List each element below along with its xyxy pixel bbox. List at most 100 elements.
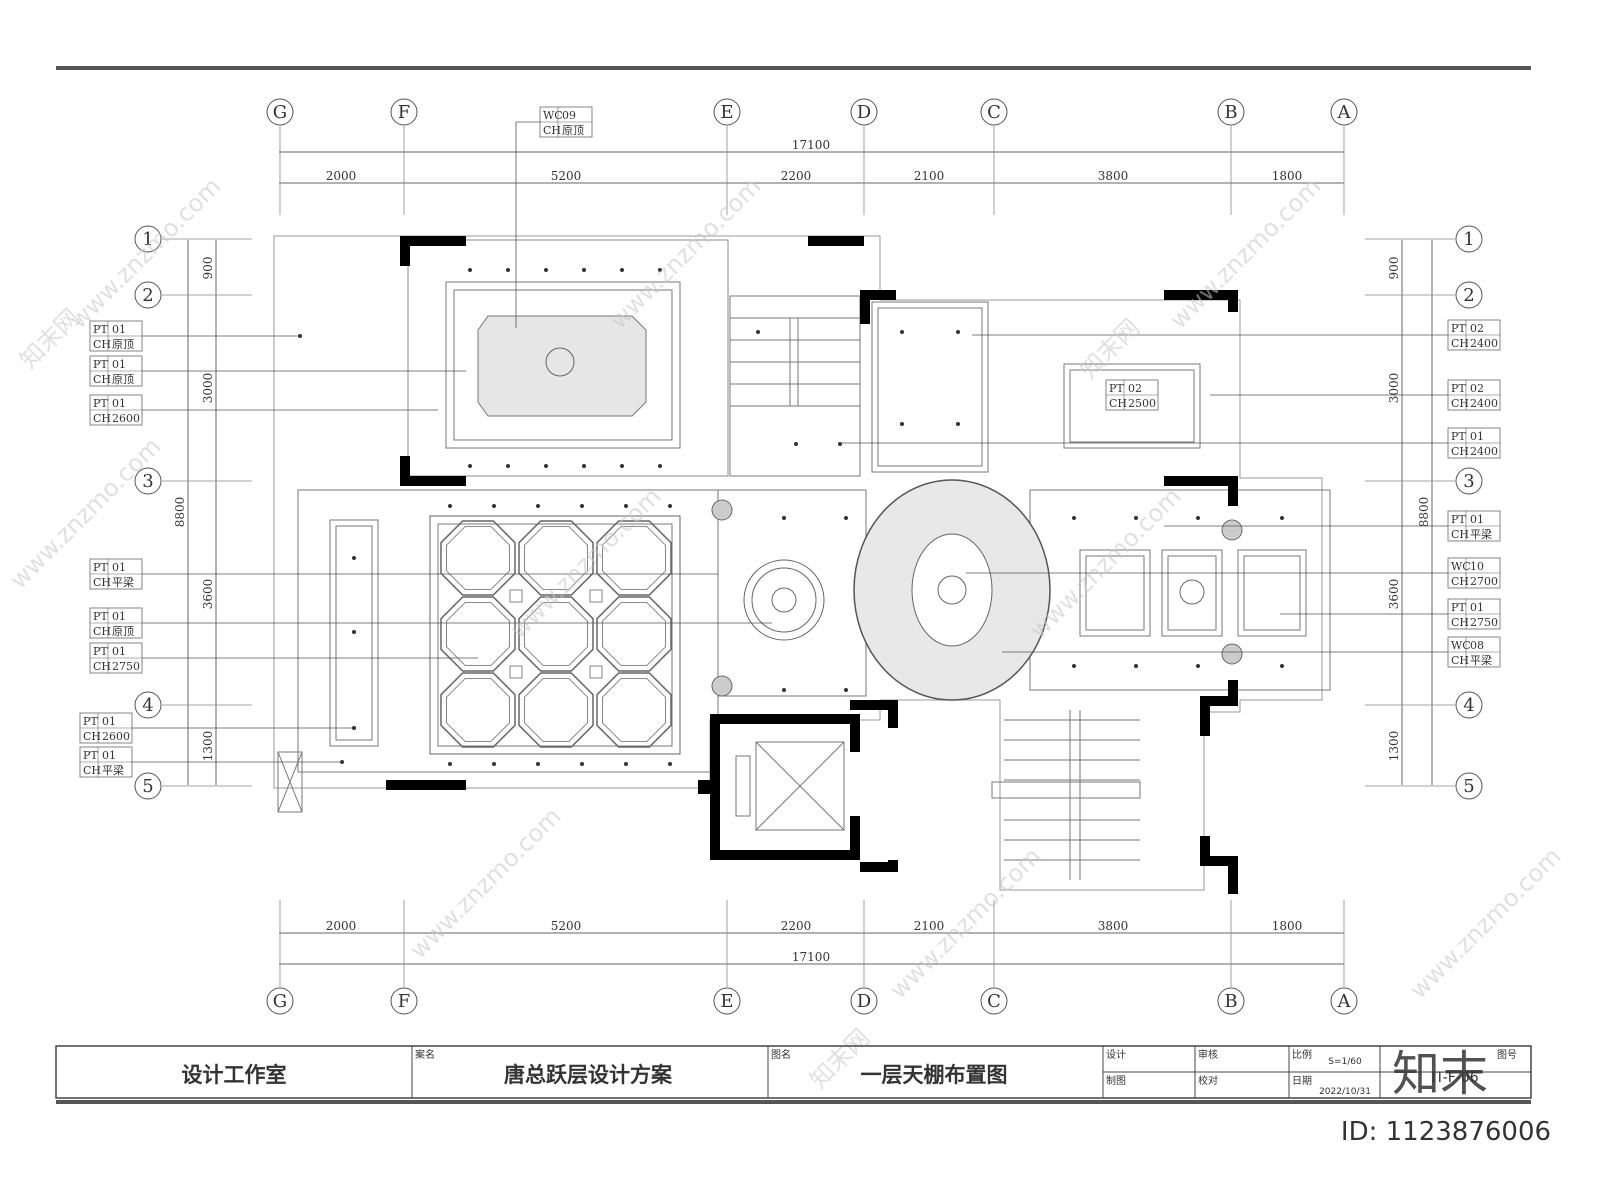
tag-left-8-part-1: 01: [102, 749, 116, 762]
dim-seg-bottom-6: 1800: [1272, 919, 1303, 933]
frame-top-line: [56, 66, 1531, 70]
tag-left-4-part-0: PT: [93, 561, 108, 574]
dim-total-top: 17100: [792, 138, 830, 152]
tag-right-6-part-2: CH: [1451, 616, 1469, 629]
leader-lines: [132, 121, 1448, 763]
axis-left-5: 5: [134, 772, 162, 800]
tag-left-6-part-2: CH: [93, 660, 111, 673]
tag-right-3-part-1: 01: [1470, 430, 1484, 443]
dim-seg-right-2: 3000: [1387, 373, 1401, 404]
tag-top-wc09-part-3: 原顶: [562, 124, 584, 137]
watermark-text-1: www.znzmo.com: [64, 172, 226, 334]
tag-left-1-part-0: PT: [93, 323, 108, 336]
dim-total-bottom: 17100: [792, 950, 830, 964]
axis-bottom-F-label: F: [398, 991, 411, 1012]
axis-bottom-C-label: C: [987, 991, 1001, 1012]
tag-left-5-part-1: 01: [112, 610, 126, 623]
bottom-dimension-lines: [279, 932, 1344, 965]
tag-left-6-part-3: 2750: [112, 660, 140, 673]
tag-right-2-part-3: 2400: [1470, 397, 1498, 410]
dim-seg-right-3: 3600: [1387, 579, 1401, 610]
axis-left-2: 2: [134, 281, 162, 309]
dim-seg-top-3: 2200: [781, 169, 812, 183]
tag-left-2-part-3: 原顶: [112, 373, 134, 386]
tag-left-4-part-3: 平梁: [112, 575, 134, 589]
axis-top-E-label: E: [720, 102, 733, 123]
number-label: 图号: [1497, 1049, 1517, 1061]
project-label: 案名: [415, 1048, 435, 1061]
tag-top-wc09-part-1: 09: [562, 109, 576, 122]
design-label: 设计: [1106, 1048, 1126, 1061]
tag-left-5-part-0: PT: [93, 610, 108, 623]
tag-left-8-part-0: PT: [83, 749, 98, 762]
axis-top-F-label: F: [398, 102, 411, 123]
tag-right-7-part-0: WC: [1451, 639, 1471, 652]
tag-right-4-part-2: CH: [1451, 528, 1469, 541]
axis-bottom-F: F: [390, 987, 418, 1015]
dim-seg-left-1: 900: [201, 257, 215, 280]
tag-right-5-part-0: WC: [1451, 560, 1471, 573]
tag-right-2-part-0: PT: [1451, 382, 1466, 395]
brand-logo: 知末: [1392, 1046, 1488, 1102]
axis-bottom-A-label: A: [1337, 991, 1352, 1012]
axis-bottom-D: D: [850, 987, 878, 1015]
right-dimension-lines: [1401, 240, 1433, 785]
axis-right-4: 4: [1455, 691, 1483, 719]
dim-seg-top-2: 5200: [551, 169, 582, 183]
tag-left-3-part-2: CH: [93, 412, 111, 425]
axis-bottom-B-label: B: [1224, 991, 1237, 1012]
tag-left-4-part-2: CH: [93, 576, 111, 589]
tag-right-5-part-1: 10: [1470, 560, 1484, 573]
tag-right-3-part-3: 2400: [1470, 445, 1498, 458]
tag-left-3-part-3: 2600: [112, 412, 140, 425]
axis-top-E: E: [713, 98, 741, 126]
tag-left-7-part-1: 01: [102, 715, 116, 728]
tag-right-2-part-1: 02: [1470, 382, 1484, 395]
axis-bottom-C: C: [980, 987, 1008, 1015]
axis-top-C: C: [980, 98, 1008, 126]
dim-seg-bottom-1: 2000: [326, 919, 357, 933]
tag-right-1-part-1: 02: [1470, 322, 1484, 335]
drawing-label: 图名: [771, 1048, 791, 1061]
image-id: ID: 1123876006: [1341, 1117, 1551, 1147]
dim-seg-bottom-2: 5200: [551, 919, 582, 933]
octagon-ceiling-pattern: [440, 520, 672, 748]
axis-left-5-label: 5: [142, 776, 153, 797]
axis-bottom-G: G: [266, 987, 294, 1015]
dim-seg-top-5: 3800: [1098, 169, 1129, 183]
tag-right-1-part-3: 2400: [1470, 337, 1498, 350]
tag-right-5-part-2: CH: [1451, 575, 1469, 588]
tag-left-3-part-1: 01: [112, 397, 126, 410]
scale-value: S=1/60: [1328, 1057, 1362, 1067]
axis-left-4-label: 4: [142, 695, 153, 716]
drawing-name: 一层天棚布置图: [861, 1063, 1008, 1087]
tag-left-1-part-2: CH: [93, 338, 111, 351]
floor-plan-geometry: [273, 235, 1331, 891]
review-label: 审核: [1198, 1048, 1218, 1061]
top-dimension-lines: [279, 151, 1344, 184]
tag-center-pt02-part-3: 2500: [1128, 397, 1156, 410]
draw-label: 制图: [1106, 1074, 1126, 1087]
tag-left-8-part-3: 平梁: [102, 763, 124, 777]
tag-center-pt02-part-0: PT: [1109, 382, 1124, 395]
dim-seg-bottom-3: 2200: [781, 919, 812, 933]
tag-right-1-part-2: CH: [1451, 337, 1469, 350]
dim-seg-right-4: 1300: [1387, 731, 1401, 762]
dim-seg-top-6: 1800: [1272, 169, 1303, 183]
axis-bottom-E: E: [713, 987, 741, 1015]
tag-left-2-part-1: 01: [112, 358, 126, 371]
axis-right-1: 1: [1455, 225, 1483, 253]
axis-top-C-label: C: [987, 102, 1001, 123]
round-ceiling-features: [545, 347, 1243, 701]
axis-left-3: 3: [134, 467, 162, 495]
structural-walls: [386, 236, 1238, 894]
